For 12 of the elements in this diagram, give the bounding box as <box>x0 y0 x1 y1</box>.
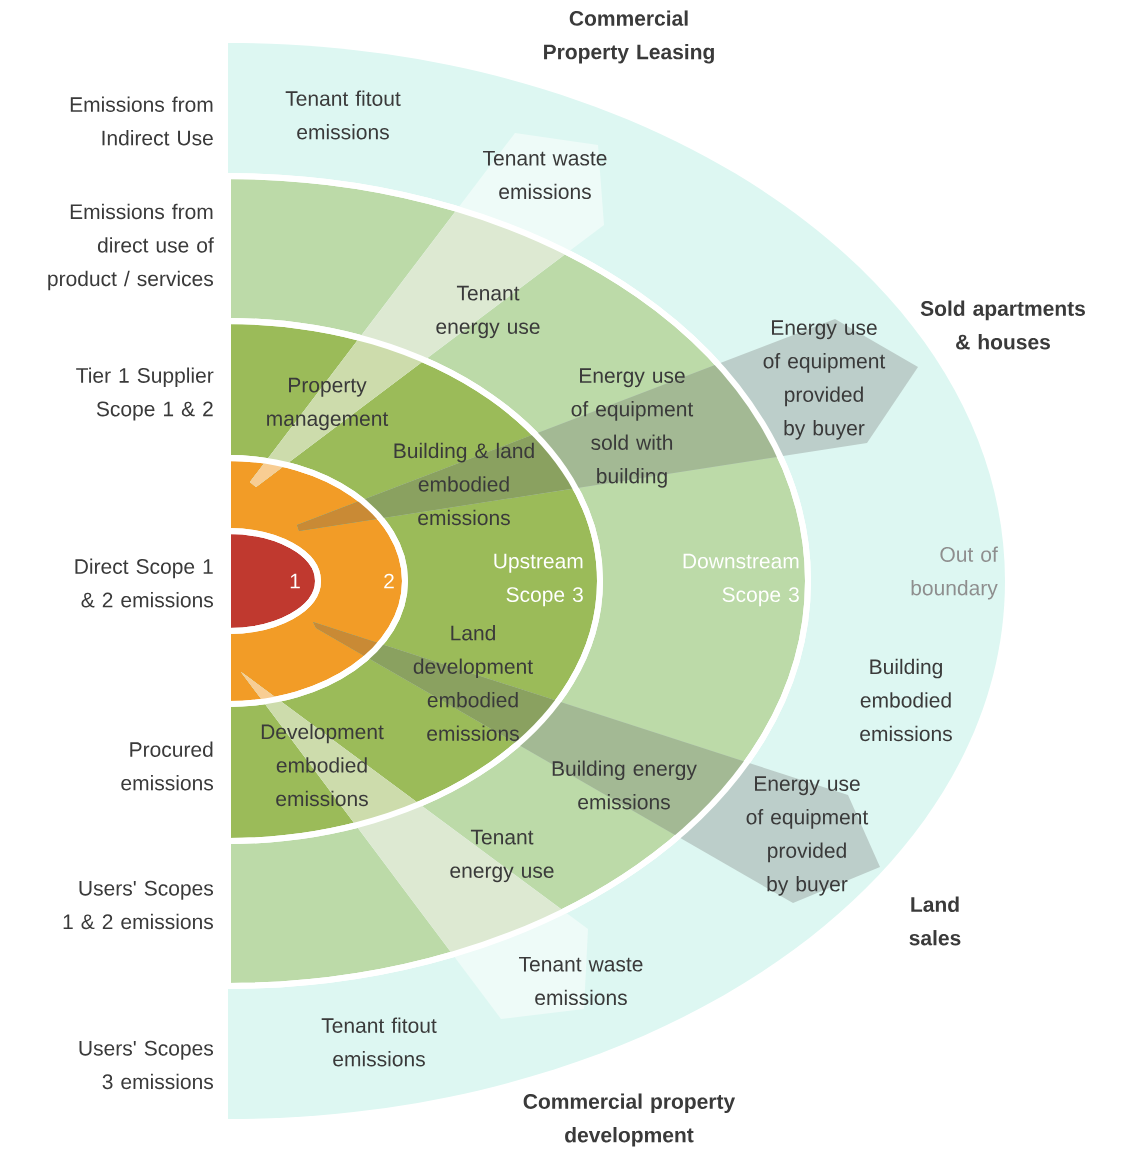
region-label: Tenant fitout emissions <box>285 90 401 140</box>
category-label: Tier 1 Supplier Scope 1 & 2 <box>76 367 214 421</box>
category-label: Emissions from direct use of product / services <box>48 203 214 291</box>
category-label: Emissions from Indirect Use <box>70 96 213 146</box>
category-label: Procured emissions <box>121 741 213 791</box>
heading: Land sales <box>909 896 961 946</box>
region-label: Land development embodied emissions <box>413 625 533 741</box>
ring: 1 <box>228 528 321 634</box>
region-label: Building embodied emissions <box>860 658 952 742</box>
category-label: Users' Scopes 1 & 2 emissions <box>63 880 213 930</box>
category-label: Users' Scopes 3 emissions <box>79 1040 213 1090</box>
region-label: Tenant fitout emissions <box>321 1017 437 1067</box>
